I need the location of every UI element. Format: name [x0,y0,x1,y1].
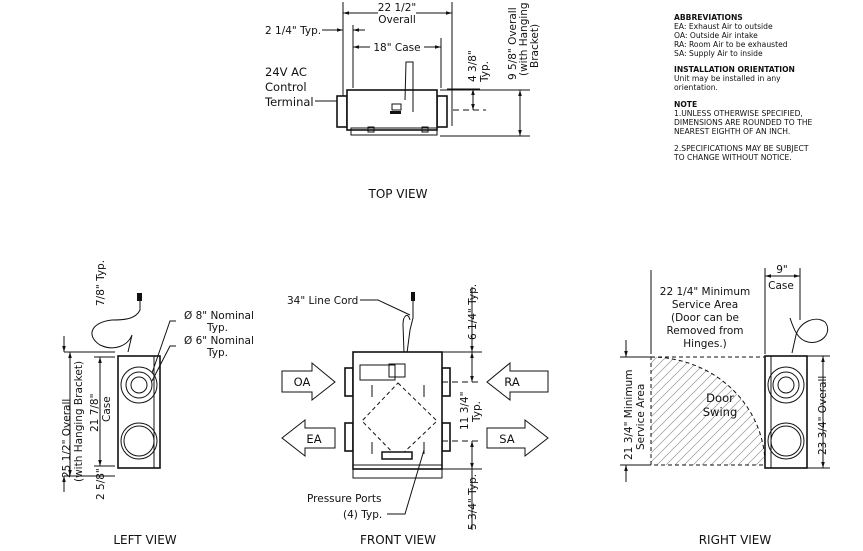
port-sa-label: SA [499,432,515,446]
front-bottom-dim: 5 3/4" Typ. [467,474,479,530]
notes-block: ABBREVIATIONS EA: Exhaust Air to outside… [673,13,813,162]
hatch-line [651,357,696,465]
hatch-line [855,355,863,465]
left-bottom-dim: 2 5/8" [95,468,107,500]
hatch-line [728,357,765,465]
note1-line: DIMENSIONS ARE ROUNDED TO THE [674,118,813,127]
top-overall-label: Overall [378,14,416,26]
pressure-ports-typ: (4) Typ. [343,509,382,521]
hatch-line [651,357,723,465]
note2-line: TO CHANGE WITHOUT NOTICE. [673,153,792,162]
port-6-label: Ø 6" Nominal [184,335,254,347]
top-view: 22 1/2" Overall 18" Case 2 1/4" Typ. 24V… [264,2,541,201]
port-ra-label: RA [504,375,520,389]
top-port-offset-dim: 4 3/8" [467,50,479,82]
left-case-label: Case [101,396,113,422]
abbreviations-title: ABBREVIATIONS [674,13,743,22]
port-6-typ: Typ. [206,347,228,359]
service-area-label: Hinges.) [683,338,727,350]
top-overall-dim: 22 1/2" [378,2,416,14]
service-area-label: Service Area [672,299,738,311]
port-oa-label: OA [294,375,311,389]
orientation-line: orientation. [674,83,718,92]
right-case-dim: 9" [776,264,788,276]
hatch-line [846,355,863,465]
terminal-label: Control [265,80,307,94]
front-view: 34" Line Cord OA RA EA SA 6 1/4" Typ. 11… [281,284,549,547]
note-title: NOTE [674,100,697,109]
port-8-typ: Typ. [206,322,228,334]
front-top-dim: 6 1/4" Typ. [467,284,479,340]
front-mid-dim: 11 3/4" [459,392,471,430]
hatch-line [651,357,714,465]
left-view-title: LEFT VIEW [113,533,176,547]
right-overall-dim: 23 3/4" Overall [817,376,829,455]
terminal-label: Terminal [264,95,314,109]
hatch-line [719,357,765,465]
top-port-offset-label: Typ. [479,61,491,83]
abbrev-oa: OA: Outside Air intake [674,31,758,40]
orientation-line: Unit may be installed in any [674,74,781,83]
note1-line: NEAREST EIGHTH OF AN INCH. [674,127,790,136]
hatch-line [737,357,765,465]
service-area-label: Removed from [666,325,743,337]
hatch-line [828,355,863,465]
top-height-label: (with Hanging [518,2,530,76]
service-area-label: (Door can be [671,312,739,324]
note2-line: 2.SPECIFICATIONS MAY BE SUBJECT [674,144,809,153]
top-height-label: Bracket) [529,24,541,68]
line-cord-label: 34" Line Cord [287,295,358,307]
min-service-label: Service Area [635,384,647,450]
terminal-label: 24V AC [265,65,307,79]
top-height-dim: 9 5/8" Overall [507,7,519,80]
service-area-label: 22 1/4" Minimum [660,286,750,298]
abbrev-ea: EA: Exhaust Air to outside [674,22,773,31]
abbrev-sa: SA: Supply Air to inside [674,49,763,58]
right-view-title: RIGHT VIEW [699,533,772,547]
hatch-line [710,357,765,465]
top-case-dim: 18" Case [373,42,420,54]
front-mid-typ: Typ. [471,401,483,423]
door-swing-label: Door [706,391,734,405]
door-swing-label: Swing [703,405,738,419]
hatch-line [651,357,705,465]
left-overall-label: (with Hanging Bracket) [73,361,85,482]
left-case-dim: 21 7/8" [89,394,101,432]
front-view-title: FRONT VIEW [360,533,436,547]
right-view: 22 1/4" Minimum Service Area (Door can b… [620,264,863,547]
hatch-line [692,357,765,465]
pressure-ports-label: Pressure Ports [307,493,381,505]
left-view: 25 1/2" Overall (with Hanging Bracket) 2… [61,260,254,547]
port-ea-label: EA [306,432,321,446]
port-8-label: Ø 8" Nominal [184,310,254,322]
min-service-dim: 21 3/4" Minimum [623,370,635,460]
top-duct-dim: 2 1/4" Typ. [265,25,321,37]
orientation-title: INSTALLATION ORIENTATION [674,65,795,74]
left-top-dim: 7/8" Typ. [95,260,107,306]
hatch-line [651,357,687,465]
note1-line: 1.UNLESS OTHERWISE SPECIFIED, [674,109,803,118]
abbrev-ra: RA: Room Air to be exhausted [674,40,788,49]
right-case-label: Case [768,280,794,292]
hatch-line [651,357,678,465]
hatch-line [683,357,765,465]
hatch-line [837,355,863,465]
hatch-line [801,355,863,465]
left-overall-dim: 25 1/2" Overall [61,399,73,478]
hatch-line [674,357,765,465]
top-view-title: TOP VIEW [367,187,427,201]
